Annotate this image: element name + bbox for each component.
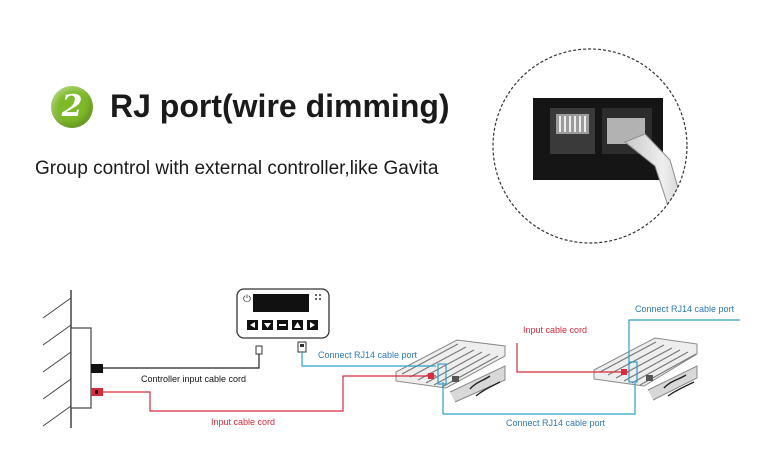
controller-buttons (247, 320, 318, 330)
controller-display (253, 294, 309, 312)
label-input-cord-bottom: Input cable cord (211, 417, 275, 427)
step-number-badge: 2 (51, 86, 93, 128)
controller-device: ⏻ (236, 288, 330, 339)
controller-cable (103, 352, 260, 369)
light-fixture-2 (593, 337, 698, 401)
rj14-cable-3 (628, 319, 740, 365)
input-cord-1 (103, 375, 436, 412)
rj-port-closeup (492, 48, 688, 244)
down-arrow-icon (264, 323, 271, 328)
power-box (70, 327, 103, 409)
label-connect-rj14-right: Connect RJ14 cable port (635, 304, 735, 314)
label-input-cord-right: Input cable cord (523, 325, 587, 335)
power-icon: ⏻ (243, 294, 251, 305)
up-arrow-icon (294, 322, 301, 328)
section-heading: RJ port(wire dimming) (110, 88, 450, 124)
section-subtitle: Group control with external controller,l… (35, 158, 439, 179)
controller-plug (91, 364, 103, 373)
label-controller-input-cord: Controller input cable cord (141, 374, 246, 384)
right-arrow-icon (310, 322, 315, 328)
rj14-cable-1 (301, 352, 436, 367)
menu-icon (279, 324, 286, 326)
left-arrow-icon (250, 322, 255, 328)
input-cord-2 (516, 343, 629, 373)
wall (42, 290, 72, 428)
label-connect-rj14-top: Connect RJ14 cable port (318, 350, 418, 360)
label-connect-rj14-bottom: Connect RJ14 cable port (506, 418, 606, 428)
rj14-cable-2 (442, 382, 636, 415)
